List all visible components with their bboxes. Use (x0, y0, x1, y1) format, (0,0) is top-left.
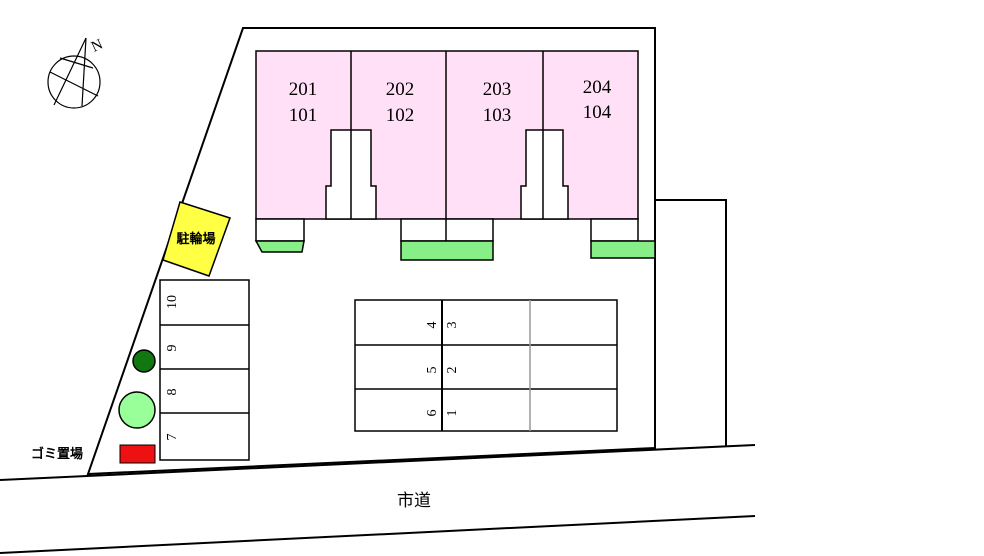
unit-4-lower: 104 (583, 102, 612, 123)
building (255, 50, 639, 220)
bicycle-parking-label: 駐輪場 (176, 231, 215, 247)
center-parking-number-4: 4 (425, 322, 440, 329)
garbage-area-label: ゴミ置場 (31, 446, 83, 462)
unit-1-lower: 101 (289, 105, 318, 126)
porch-2 (400, 218, 494, 242)
neighbor-lot (655, 199, 727, 446)
unit-2-upper: 202 (386, 79, 415, 100)
center-parking-number-2: 2 (445, 367, 460, 374)
center-parking-number-1: 1 (445, 410, 460, 417)
left-parking (159, 279, 250, 461)
center-parking-number-3: 3 (445, 322, 460, 329)
unit-4-upper: 204 (583, 77, 612, 98)
stairs-left (325, 129, 377, 220)
center-parking (354, 299, 618, 432)
road-label: 市道 (397, 491, 431, 511)
road-edge-north (0, 444, 756, 481)
road-edge-south (0, 515, 756, 554)
left-parking-number-7: 7 (165, 434, 180, 441)
planter-3 (590, 240, 656, 259)
compass-icon: N (47, 36, 106, 109)
center-parking-number-5: 5 (425, 367, 440, 374)
left-parking-number-8: 8 (165, 389, 180, 396)
tree-dark (132, 349, 156, 373)
stairs-right (520, 129, 569, 220)
bicycle-parking (162, 201, 231, 277)
porch-1 (255, 218, 305, 242)
compass-north-letter: N (89, 36, 106, 55)
planter-2 (400, 240, 494, 261)
unit-3-upper: 203 (483, 79, 512, 100)
left-parking-number-9: 9 (165, 345, 180, 352)
planter-1 (254, 240, 305, 253)
center-parking-number-6: 6 (425, 410, 440, 417)
porch-3 (590, 218, 639, 242)
unit-1-upper: 201 (289, 79, 318, 100)
tree-light (118, 391, 156, 429)
left-parking-number-10: 10 (165, 295, 180, 309)
unit-3-lower: 103 (483, 105, 512, 126)
unit-2-lower: 102 (386, 105, 415, 126)
garbage-area (119, 444, 156, 464)
